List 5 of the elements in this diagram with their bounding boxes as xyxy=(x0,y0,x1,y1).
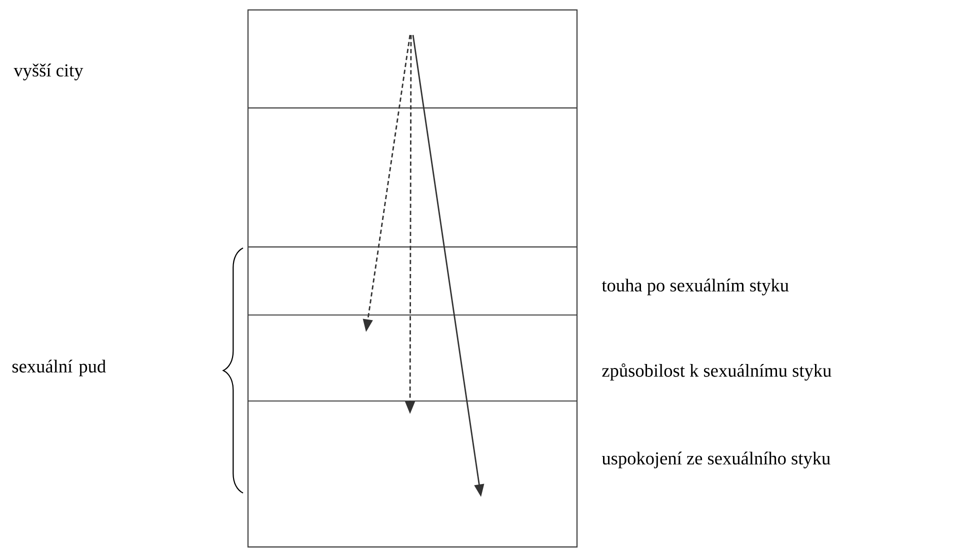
level-label: vyšší city xyxy=(14,64,84,80)
brace-label: sexuální pud xyxy=(12,360,106,376)
level-label: uspokojení ze sexuálního styku xyxy=(602,452,830,468)
level-label: způsobilost k sexuálnímu styku xyxy=(602,363,832,381)
level-label: touha po sexuálním styku xyxy=(602,278,789,296)
